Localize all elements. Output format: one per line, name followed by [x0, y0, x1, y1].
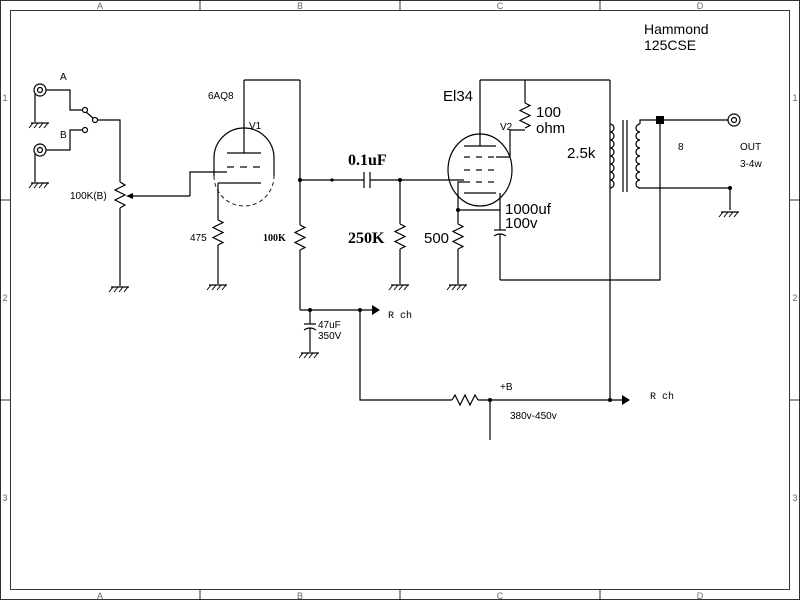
zone-row-2-left: 2 — [2, 293, 7, 303]
v1-plate-resistor — [294, 80, 306, 310]
zone-col-c-top: C — [497, 1, 504, 11]
v1-triode — [189, 79, 300, 220]
zone-col-d-top: D — [697, 1, 704, 11]
v1-cathode-resistor-label: 475 — [190, 233, 207, 244]
v2-cathode-cap-line-2: 100v — [505, 215, 538, 232]
output-jack — [727, 113, 741, 127]
title-line-2: 125CSE — [644, 37, 696, 53]
supply-voltage-label: 380v-450v — [510, 411, 557, 422]
grid-resistor-label: 250K — [348, 230, 385, 247]
v2-pentode — [447, 79, 610, 211]
v2-type-label: El34 — [443, 88, 473, 105]
v1-ref-label: V1 — [249, 121, 262, 132]
filter-cap-line-1: 47uF — [318, 320, 341, 331]
zone-col-b-top: B — [297, 1, 303, 11]
input-a-label: A — [60, 72, 67, 83]
secondary-impedance-label: 8 — [678, 142, 684, 153]
title-line-1: Hammond — [644, 21, 709, 37]
output-transformer — [500, 80, 740, 400]
zone-row-3-right: 3 — [792, 493, 797, 503]
v2-cathode-capacitor — [493, 210, 507, 280]
zone-col-d-bottom: D — [697, 591, 704, 600]
v2-cathode-cap-line-1: 1000uf — [505, 201, 552, 218]
primary-impedance-label: 2.5k — [567, 145, 596, 162]
grid-resistor — [388, 180, 410, 291]
supply-line — [359, 310, 630, 440]
filter-cap-line-2: 350V — [318, 331, 342, 342]
r-ch-label-2: R ch — [650, 391, 674, 403]
input-b-label: B — [60, 130, 67, 141]
zone-col-b-bottom: B — [297, 591, 303, 600]
v1-plate-resistor-label: 100K — [263, 233, 286, 244]
coupling-cap-label: 0.1uF — [348, 152, 387, 169]
v2-cathode-resistor — [446, 208, 468, 291]
output-label: OUT — [740, 142, 761, 153]
volume-potentiometer — [108, 181, 190, 293]
input-jack-a — [28, 83, 50, 129]
v1-type-label: 6AQ8 — [208, 91, 234, 102]
zone-row-2-right: 2 — [792, 293, 797, 303]
v2-screen-resistor-line-2: ohm — [536, 120, 565, 137]
v1-cathode-resistor — [206, 219, 228, 291]
zone-col-a-top: A — [97, 1, 103, 11]
zone-row-1-right: 1 — [792, 93, 797, 103]
v2-screen-resistor — [519, 80, 531, 129]
output-power-label: 3-4w — [740, 159, 762, 170]
v2-cathode-resistor-label: 500 — [424, 230, 449, 247]
supply-label: +B — [500, 382, 513, 393]
input-selector-switch — [46, 89, 121, 182]
zone-row-1-left: 1 — [2, 93, 7, 103]
zone-col-c-bottom: C — [497, 591, 504, 600]
zone-col-a-bottom: A — [97, 591, 103, 600]
v2-ref-label: V2 — [500, 122, 513, 133]
r-ch-label-1: R ch — [388, 310, 412, 322]
coupling-capacitor — [298, 172, 458, 188]
v2-screen-resistor-line-1: 100 — [536, 104, 561, 121]
zone-row-3-left: 3 — [2, 493, 7, 503]
volume-pot-label: 100K(B) — [70, 191, 107, 202]
